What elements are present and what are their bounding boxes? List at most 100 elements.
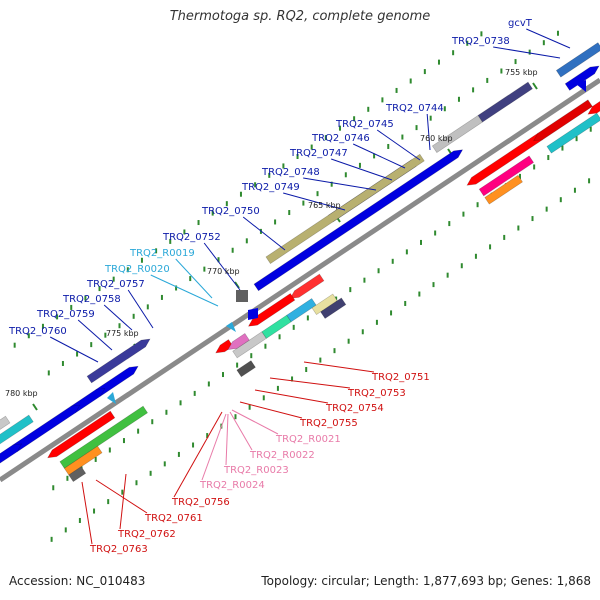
leader-line: [283, 192, 346, 211]
lower-gene-label: TRQ2_0755: [299, 418, 358, 429]
lower-gene-label: TRQ2_R0024: [199, 480, 265, 491]
lower-gene-label: TRQ2_0754: [325, 403, 384, 414]
leader-line: [352, 143, 406, 169]
gene-feature: [555, 42, 600, 78]
kbp-major-tick: [32, 403, 38, 411]
leader-line: [269, 377, 351, 389]
leader-line: [95, 479, 148, 514]
gene-feature: [226, 322, 236, 332]
leader-line: [201, 413, 227, 481]
upper-gene-label: TRQ2_0758: [62, 294, 121, 305]
upper-gene-label: TRQ2_0747: [289, 148, 348, 159]
gene-feature: [248, 308, 258, 320]
gene-feature: [0, 415, 11, 430]
kbp-label: 780 kbp: [5, 389, 38, 398]
genome-backbone: [0, 77, 600, 483]
upper-gene-label: gcvT: [508, 18, 533, 29]
gene-feature: [478, 155, 535, 197]
gene-feature: [477, 81, 533, 123]
gene-feature: [107, 392, 116, 404]
lower-gene-label: TRQ2_R0022: [249, 450, 315, 461]
gene-feature: [564, 65, 600, 91]
accession-text: Accession: NC_010483: [9, 574, 146, 588]
upper-gene-label: TRQ2_R0020: [104, 264, 170, 275]
leader-line: [225, 413, 229, 466]
upper-gene-label: TRQ2_0744: [385, 103, 444, 114]
label-leader-lines: [49, 28, 571, 545]
topology-text: Topology: circular; Length: 1,877,693 bp…: [261, 574, 591, 588]
leader-line: [103, 304, 133, 331]
kbp-major-tick: [532, 82, 538, 90]
gene-feature: [215, 339, 234, 354]
gene-feature: [86, 338, 151, 384]
gene-feature: [576, 80, 586, 92]
leader-line: [254, 389, 329, 404]
upper-gene-label: TRQ2_0745: [335, 119, 394, 130]
upper-gene-label: TRQ2_0746: [311, 133, 370, 144]
upper-gene-label: TRQ2_0748: [261, 167, 320, 178]
leader-line: [150, 274, 219, 307]
gene-feature: [289, 273, 325, 299]
gene-feature: [320, 297, 347, 319]
lower-gene-label: TRQ2_0753: [347, 388, 406, 399]
upper-gene-label: TRQ2_0752: [162, 232, 221, 243]
leader-line: [239, 401, 303, 419]
leader-line: [303, 177, 377, 191]
lower-gene-label: TRQ2_0762: [117, 529, 176, 540]
leader-line: [526, 28, 571, 49]
upper-gene-label: TRQ2_0750: [201, 206, 260, 217]
lower-gene-label: TRQ2_0756: [171, 497, 230, 508]
lower-gene-label: TRQ2_R0021: [275, 434, 341, 445]
gene-feature: [484, 174, 523, 205]
gene-feature: [63, 445, 103, 476]
gene-feature: [286, 298, 317, 323]
gene-feature: [533, 99, 593, 142]
kbp-label: 760 kbp: [420, 134, 453, 143]
gene-feature: [0, 443, 23, 464]
leader-line: [77, 319, 113, 351]
gene-feature: [265, 153, 425, 264]
kbp-label: 755 kbp: [505, 68, 538, 77]
gene-feature: [0, 414, 34, 445]
leader-line: [119, 473, 127, 530]
gene-feature: [236, 360, 256, 378]
gene-features: [0, 42, 600, 483]
upper-gene-label: TRQ2_0760: [8, 326, 67, 337]
upper-gene-label: TRQ2_0738: [451, 36, 510, 47]
gene-feature: [587, 101, 600, 115]
leader-line: [376, 129, 421, 161]
leader-line: [81, 481, 93, 545]
gene-feature: [247, 293, 296, 327]
leader-line: [175, 258, 213, 299]
gene-feature: [227, 333, 250, 350]
leader-line: [231, 409, 279, 435]
gene-feature: [232, 331, 267, 359]
lower-gene-label: TRQ2_0763: [89, 544, 148, 555]
gene-feature: [68, 466, 87, 483]
lower-gene-label: TRQ2_0761: [144, 513, 203, 524]
gene-feature: [59, 405, 148, 469]
leader-line: [203, 242, 241, 291]
leader-line: [331, 158, 393, 181]
leader-line: [127, 289, 154, 329]
leader-line: [173, 411, 223, 498]
upper-gene-label: TRQ2_R0019: [129, 248, 195, 259]
gene-feature: [236, 290, 248, 302]
kbp-label: 775 kbp: [106, 329, 139, 338]
lower-gene-label: TRQ2_0751: [371, 372, 430, 383]
leader-line: [493, 46, 561, 59]
gene-feature: [47, 410, 116, 459]
leader-line: [242, 216, 286, 251]
kbp-label: 770 kbp: [207, 267, 240, 276]
upper-gene-label: TRQ2_0749: [241, 182, 300, 193]
leader-line: [303, 361, 375, 373]
leader-line: [229, 411, 253, 451]
upper-gene-label: TRQ2_0757: [86, 279, 145, 290]
leader-line: [426, 113, 431, 151]
upper-gene-label: TRQ2_0759: [36, 309, 95, 320]
map-title: Thermotoga sp. RQ2, complete genome: [169, 9, 431, 24]
leader-line: [49, 336, 99, 363]
